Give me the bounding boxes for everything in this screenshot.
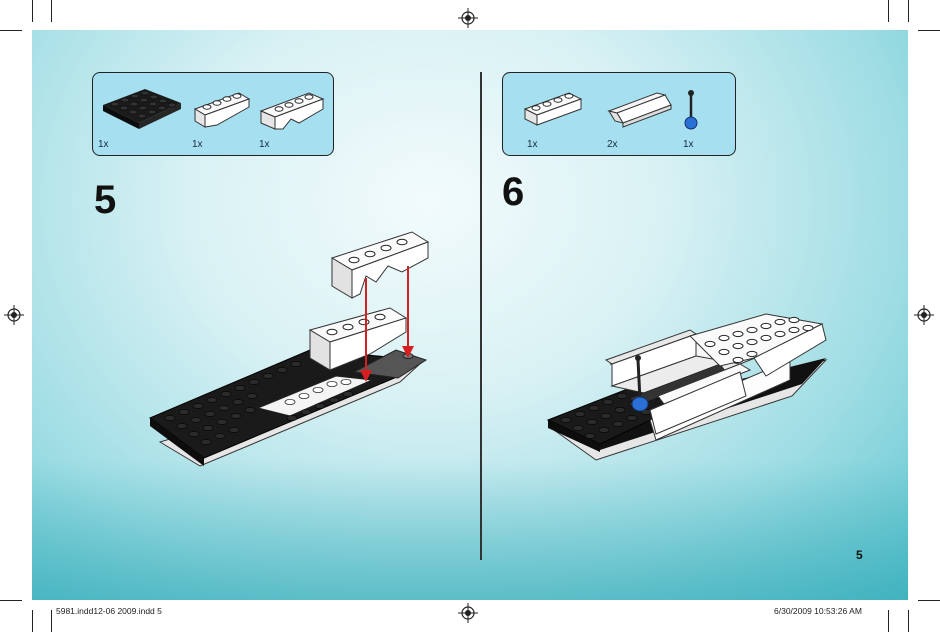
crop-mark [918, 600, 940, 601]
crop-mark [0, 600, 22, 601]
part-quantity: 1x [259, 139, 270, 150]
crop-mark [0, 30, 22, 31]
part-quantity: 1x [527, 139, 538, 150]
crop-mark [908, 610, 909, 632]
step-5-boat-assembly-illustration [149, 231, 430, 467]
crop-mark [918, 30, 940, 31]
page-divider [480, 72, 482, 560]
step-number: 6 [502, 170, 525, 214]
part-quantity: 1x [192, 139, 203, 150]
part-quantity: 2x [607, 139, 618, 150]
part-quantity: 1x [98, 139, 109, 150]
crop-mark [32, 610, 33, 632]
white-slope-brick-icon [193, 92, 251, 128]
white-brick-icon [523, 92, 583, 126]
blue-lever-icon [684, 90, 698, 130]
registration-mark-icon [4, 305, 24, 325]
crop-mark [888, 610, 889, 632]
black-plate-icon [103, 89, 181, 129]
part-quantity: 1x [683, 139, 694, 150]
crop-mark [888, 0, 889, 22]
crop-mark [51, 0, 52, 22]
crop-mark [51, 610, 52, 632]
slug-timestamp: 6/30/2009 10:53:26 AM [774, 606, 862, 616]
crop-mark [908, 0, 909, 22]
slug-file-name: 5981.indd12-06 2009.indd 5 [56, 606, 162, 616]
crop-mark [32, 0, 33, 22]
registration-mark-icon [458, 8, 478, 28]
white-panel-icon [607, 92, 672, 128]
white-wedge-brick-icon [259, 92, 325, 130]
registration-mark-icon [458, 603, 478, 623]
parts-callout-step-5: 1x 1x 1x [92, 72, 334, 156]
page-number: 5 [856, 548, 863, 562]
registration-mark-icon [914, 305, 934, 325]
step-6-boat-assembly-illustration [546, 313, 828, 461]
parts-callout-step-6: 1x 2x 1x [502, 72, 736, 156]
step-number: 5 [94, 178, 117, 222]
